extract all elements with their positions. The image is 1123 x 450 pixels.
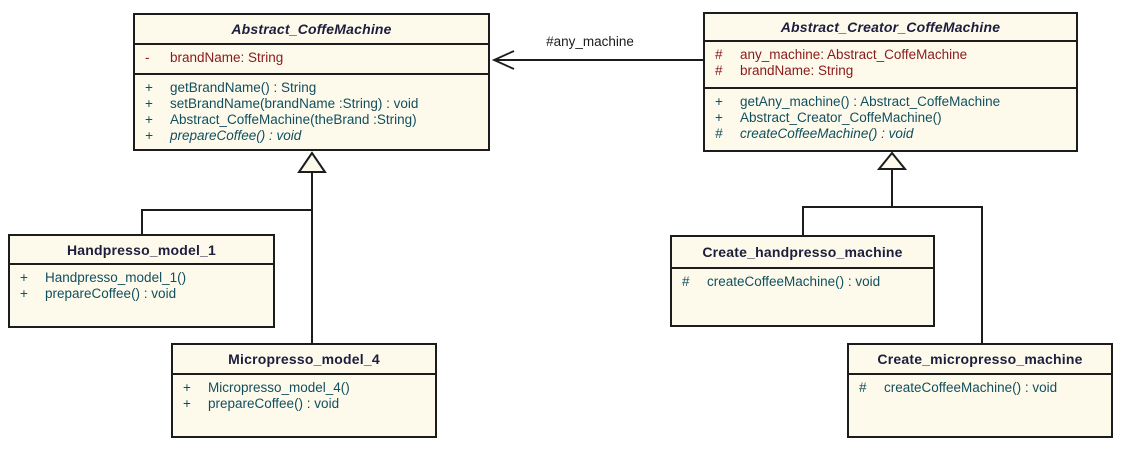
method-text: Abstract_CoffeMachine(theBrand :String) [170, 112, 417, 127]
generalization-right[interactable] [802, 151, 983, 343]
method-text: prepareCoffee() : void [170, 128, 302, 143]
visibility-symbol: # [715, 126, 723, 141]
attribute-text: any_machine: Abstract_CoffeMachine [740, 47, 968, 62]
attribute-text: brandName: String [740, 63, 854, 78]
class-create-handpresso-machine[interactable]: Create_handpresso_machine # createCoffee… [670, 235, 935, 327]
class-micropresso-model-4[interactable]: Micropresso_model_4 + Micropresso_model_… [171, 343, 437, 438]
class-title: Abstract_CoffeMachine [135, 15, 488, 45]
methods-compartment: + getBrandName() : String + setBrandName… [135, 75, 488, 149]
method-row: + prepareCoffee() : void [181, 396, 427, 412]
method-text: createCoffeeMachine() : void [707, 274, 881, 289]
method-row: + Abstract_CoffeMachine(theBrand :String… [143, 112, 480, 128]
method-text: setBrandName(brandName :String) : void [170, 96, 419, 111]
visibility-symbol: + [715, 94, 723, 109]
attributes-compartment: - brandName: String [135, 45, 488, 75]
class-create-micropresso-machine[interactable]: Create_micropresso_machine # createCoffe… [847, 343, 1113, 438]
visibility-symbol: + [20, 286, 28, 301]
class-handpresso-model-1[interactable]: Handpresso_model_1 + Handpresso_model_1(… [8, 234, 275, 328]
method-row: # createCoffeeMachine() : void [713, 126, 1068, 142]
method-row: + prepareCoffee() : void [18, 286, 265, 302]
visibility-symbol: + [145, 80, 153, 95]
method-row: + prepareCoffee() : void [143, 128, 480, 144]
method-text: Abstract_Creator_CoffeMachine() [740, 110, 942, 125]
inheritance-triangle-icon [876, 151, 908, 170]
method-text: Micropresso_model_4() [208, 380, 350, 395]
class-title: Handpresso_model_1 [10, 236, 273, 265]
attribute-row: # brandName: String [713, 63, 1068, 79]
methods-compartment: # createCoffeeMachine() : void [672, 269, 933, 325]
methods-compartment: + getAny_machine() : Abstract_CoffeMachi… [705, 89, 1076, 150]
visibility-symbol: + [145, 112, 153, 127]
methods-compartment: # createCoffeeMachine() : void [849, 375, 1111, 436]
association-any-machine[interactable] [491, 50, 703, 70]
method-row: # createCoffeeMachine() : void [857, 380, 1103, 396]
method-row: # createCoffeeMachine() : void [680, 274, 925, 290]
methods-compartment: + Handpresso_model_1() + prepareCoffee()… [10, 265, 273, 326]
open-arrowhead-icon [491, 50, 515, 70]
method-text: createCoffeeMachine() : void [740, 126, 914, 141]
class-title: Micropresso_model_4 [173, 345, 435, 375]
visibility-symbol: + [183, 380, 191, 395]
attribute-row: - brandName: String [143, 50, 480, 66]
method-row: + setBrandName(brandName :String) : void [143, 96, 480, 112]
visibility-symbol: # [715, 47, 723, 62]
method-text: prepareCoffee() : void [208, 396, 340, 411]
visibility-symbol: - [145, 50, 150, 65]
association-label: #any_machine [546, 34, 634, 49]
class-title: Create_micropresso_machine [849, 345, 1111, 375]
method-row: + Handpresso_model_1() [18, 270, 265, 286]
visibility-symbol: # [682, 274, 690, 289]
class-title: Abstract_Creator_CoffeMachine [705, 14, 1076, 42]
method-text: prepareCoffee() : void [45, 286, 177, 301]
method-text: Handpresso_model_1() [45, 270, 187, 285]
inheritance-triangle-icon [297, 151, 327, 173]
attribute-text: brandName: String [170, 50, 284, 65]
visibility-symbol: + [145, 128, 153, 143]
visibility-symbol: + [715, 110, 723, 125]
method-text: getAny_machine() : Abstract_CoffeMachine [740, 94, 1001, 109]
visibility-symbol: + [20, 270, 28, 285]
attributes-compartment: # any_machine: Abstract_CoffeMachine # b… [705, 42, 1076, 89]
visibility-symbol: + [145, 96, 153, 111]
class-abstract-coffemachine[interactable]: Abstract_CoffeMachine - brandName: Strin… [133, 13, 490, 151]
method-row: + Micropresso_model_4() [181, 380, 427, 396]
generalization-left[interactable] [141, 151, 327, 343]
methods-compartment: + Micropresso_model_4() + prepareCoffee(… [173, 375, 435, 436]
method-row: + getAny_machine() : Abstract_CoffeMachi… [713, 94, 1068, 110]
class-title: Create_handpresso_machine [672, 237, 933, 269]
method-text: createCoffeeMachine() : void [884, 380, 1058, 395]
class-abstract-creator-coffemachine[interactable]: Abstract_Creator_CoffeMachine # any_mach… [703, 12, 1078, 152]
visibility-symbol: + [183, 396, 191, 411]
method-text: getBrandName() : String [170, 80, 317, 95]
method-row: + Abstract_Creator_CoffeMachine() [713, 110, 1068, 126]
attribute-row: # any_machine: Abstract_CoffeMachine [713, 47, 1068, 63]
method-row: + getBrandName() : String [143, 80, 480, 96]
visibility-symbol: # [715, 63, 723, 78]
visibility-symbol: # [859, 380, 867, 395]
